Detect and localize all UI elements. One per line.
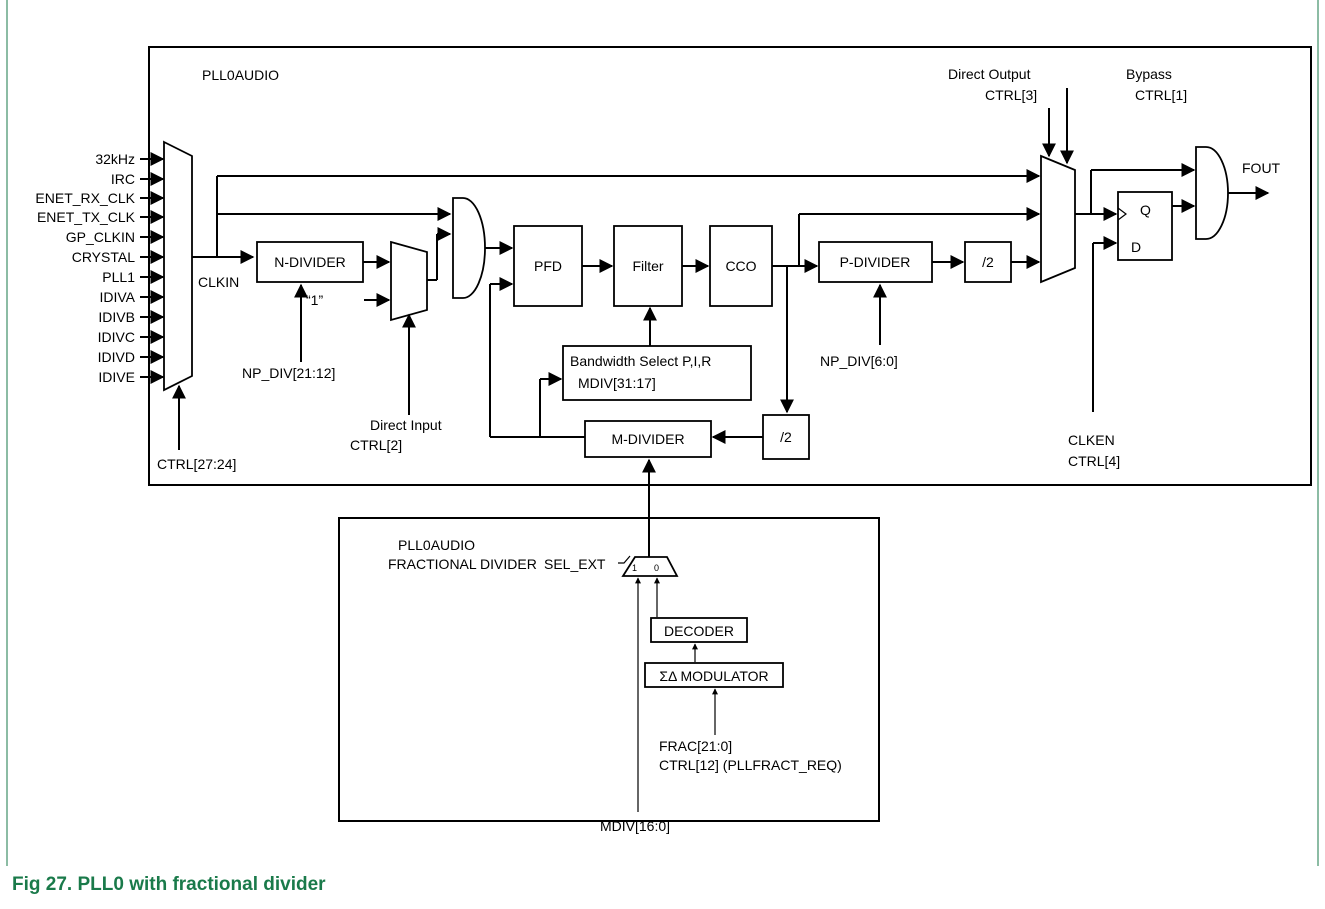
p-divider-block	[818, 241, 933, 283]
figure-caption: Fig 27. PLL0 with fractional divider	[12, 874, 326, 895]
input-label: IDIVB	[98, 309, 135, 325]
frac-line2: CTRL[12] (PLLFRACT_REQ)	[659, 757, 842, 773]
direct-output-label: Direct Output	[948, 66, 1031, 82]
m-divider-label: M-DIVIDER	[611, 431, 684, 447]
input-label: PLL1	[102, 269, 135, 285]
n-divider-block	[256, 241, 364, 283]
bandwidth-line1: Bandwidth Select P,I,R	[570, 353, 711, 369]
input-label: ENET_RX_CLK	[35, 190, 135, 206]
output-mux	[1040, 154, 1076, 284]
sel-ext-wire	[618, 555, 631, 564]
div2-p-label: /2	[982, 254, 994, 270]
ff-q-label: Q	[1140, 202, 1151, 218]
clken-ctrl-label: CTRL[4]	[1068, 453, 1120, 469]
pfd-block	[513, 225, 583, 307]
input-label: IRC	[111, 171, 135, 187]
mux-in0-label: 0	[654, 563, 659, 573]
mux-in1-label: 1	[632, 563, 637, 573]
clken-label: CLKEN	[1068, 432, 1115, 448]
np-div-n-label: NP_DIV[21:12]	[242, 365, 335, 381]
input-label: IDIVC	[98, 329, 135, 345]
filter-label: Filter	[632, 258, 663, 274]
frac-title-line1: PLL0AUDIO	[398, 537, 475, 553]
m-divider-block	[584, 420, 712, 458]
fout-label: FOUT	[1242, 160, 1281, 176]
input-label: IDIVA	[99, 289, 135, 305]
frac-title-line2: FRACTIONAL DIVIDER	[388, 556, 537, 572]
div2-m-label: /2	[780, 429, 792, 445]
input-arrows	[140, 152, 165, 384]
frac-line1: FRAC[21:0]	[659, 738, 732, 754]
direct-output-ctrl-label: CTRL[3]	[985, 87, 1037, 103]
p-divider-label: P-DIVIDER	[840, 254, 911, 270]
bandwidth-select-block	[562, 345, 752, 401]
div2-p-block	[964, 241, 1012, 283]
modulator-label: ΣΔ MODULATOR	[659, 668, 768, 684]
direct-input-ctrl-label: CTRL[2]	[350, 437, 402, 453]
one-input-label: “1”	[306, 292, 323, 308]
filter-block	[613, 225, 683, 307]
bandwidth-line2: MDIV[31:17]	[578, 375, 656, 391]
clock-edge-marker	[1117, 207, 1127, 221]
input-label: 32kHz	[95, 151, 135, 167]
direct-input-mux	[390, 240, 428, 322]
clken-flip-flop	[1117, 191, 1173, 261]
n-divider-label: N-DIVIDER	[274, 254, 346, 270]
decoder-label: DECODER	[664, 623, 734, 639]
pll0audio-title: PLL0AUDIO	[202, 67, 279, 83]
ctrl-mux-label: CTRL[27:24]	[157, 456, 236, 472]
direct-input-label: Direct Input	[370, 417, 442, 433]
mdiv-label: MDIV[16:0]	[600, 818, 670, 834]
output-and-gate	[1195, 146, 1229, 240]
input-label: IDIVE	[98, 369, 135, 385]
input-label: GP_CLKIN	[66, 229, 135, 245]
pll0audio-box	[148, 46, 1312, 486]
input-label: IDIVD	[98, 349, 135, 365]
input-and-gate	[452, 197, 486, 299]
bypass-label: Bypass	[1126, 66, 1172, 82]
sel-ext-label: SEL_EXT	[544, 556, 606, 572]
pfd-label: PFD	[534, 258, 562, 274]
cco-label: CCO	[725, 258, 756, 274]
clkin-label: CLKIN	[198, 274, 239, 290]
sigma-delta-modulator-block	[644, 662, 784, 688]
ff-d-label: D	[1131, 239, 1141, 255]
input-mux	[163, 140, 193, 392]
input-label: CRYSTAL	[72, 249, 135, 265]
bypass-ctrl-label: CTRL[1]	[1135, 87, 1187, 103]
input-labels: 32kHz IRC ENET_RX_CLK ENET_TX_CLK GP_CLK…	[35, 151, 135, 385]
decoder-block	[650, 617, 748, 643]
sel-ext-mux	[621, 556, 679, 577]
input-label: ENET_TX_CLK	[37, 209, 136, 225]
fractional-divider-box	[338, 517, 880, 822]
np-div-p-label: NP_DIV[6:0]	[820, 353, 898, 369]
